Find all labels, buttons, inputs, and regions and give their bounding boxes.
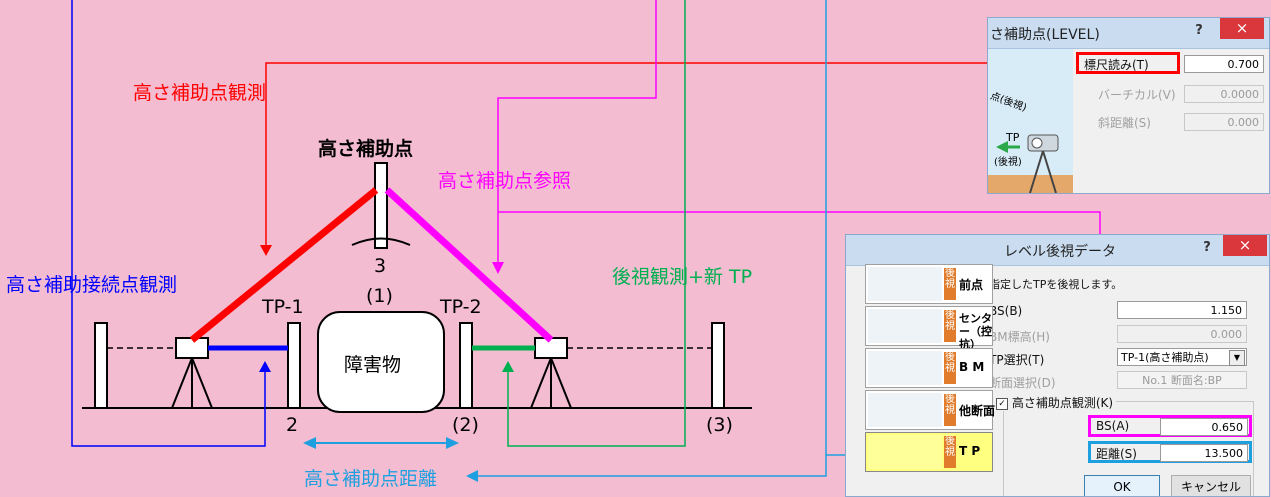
backsight-tag: 後視 <box>944 352 956 384</box>
sight-red <box>189 187 379 343</box>
label-hojo-ten: 高さ補助点 <box>318 138 414 160</box>
bm-illustration-icon <box>868 351 942 385</box>
side-button-center[interactable]: 後視 センター（控抗） <box>865 306 993 351</box>
label-koushi-shin-tp: 後視観測+新 TP <box>612 266 753 288</box>
level-instrument-icon <box>996 134 1059 193</box>
bs2-label: BS(A) <box>1096 419 1130 433</box>
bm-height-input[interactable]: 0.000 <box>1117 325 1247 343</box>
staff-hojo <box>374 162 388 249</box>
slope-distance-input[interactable]: 0.000 <box>1184 113 1264 131</box>
slope-distance-label: 斜距離(S) <box>1098 116 1151 130</box>
bs2-input[interactable]: 0.650 <box>1160 418 1248 436</box>
level-illustration: 点(後視) TP (後視) <box>988 49 1073 193</box>
sight-magenta <box>384 187 554 343</box>
section-select-label: 断面選択(D) <box>989 376 1056 390</box>
level-dialog: さ補助点(LEVEL) ? × 点(後視) TP (後視) 標尺読み(T) 0.… <box>987 17 1270 194</box>
label-tp2: TP-2 <box>440 296 482 318</box>
illus-tag-backsight: (後視) <box>994 157 1022 168</box>
tp-select[interactable]: TP-1(高さ補助点) ▼ <box>1117 348 1247 366</box>
distance-input[interactable]: 13.500 <box>1160 444 1248 462</box>
leader-green <box>502 0 686 447</box>
tp-select-value: TP-1(高さ補助点) <box>1121 351 1209 364</box>
staff-left <box>94 322 108 409</box>
distance-arrow <box>303 437 459 449</box>
level-dialog-title: さ補助点(LEVEL) <box>990 27 1100 43</box>
hojo-groupbox <box>1003 401 1254 496</box>
obstacle <box>317 311 445 413</box>
label-p1: (1) <box>366 285 393 307</box>
label-obstacle: 障害物 <box>344 354 402 376</box>
close-button[interactable]: × <box>1223 235 1267 256</box>
staff-tp2 <box>459 322 473 409</box>
staff-reading-input[interactable]: 0.700 <box>1184 55 1264 73</box>
label-tp1: TP-1 <box>262 296 304 318</box>
side-button-other-section[interactable]: 後視 他断面 <box>865 390 996 430</box>
label-p2: (2) <box>452 414 479 436</box>
staff-tp1 <box>287 322 301 409</box>
backsight-dialog-titlebar: レベル後視データ ? × <box>846 235 1269 266</box>
label-setsuzoku: 高さ補助接続点観測 <box>6 274 178 296</box>
backsight-tag: 後視 <box>944 268 956 300</box>
illus-tag-tp: TP <box>1006 131 1020 144</box>
front-point-illustration-icon <box>868 267 942 301</box>
distance-label: 距離(S) <box>1096 447 1137 461</box>
level-dialog-titlebar: さ補助点(LEVEL) ? × <box>988 18 1269 49</box>
leader-red <box>260 62 1075 256</box>
ok-button[interactable]: OK <box>1084 475 1160 496</box>
instruction-text: 指定したTPを後視します。 <box>989 278 1123 291</box>
vertical-label: バーチカル(V) <box>1098 88 1176 102</box>
checkbox-checked-icon[interactable]: ✓ <box>996 397 1008 410</box>
label-hojo-kansoku: 高さ補助点観測 <box>133 82 267 104</box>
label-p3: (3) <box>706 414 733 436</box>
level-instrument-right <box>530 337 572 409</box>
backsight-dialog-title: レベル後視データ <box>1004 244 1116 260</box>
backsight-tag: 後視 <box>944 310 956 342</box>
hojo-checkbox-row[interactable]: ✓ 高さ補助点観測(K) <box>993 394 1117 411</box>
close-button[interactable]: × <box>1220 18 1264 39</box>
backsight-tag: 後視 <box>944 394 956 426</box>
backsight-tag: 後視 <box>944 436 956 468</box>
side-button-label: B M <box>959 360 985 374</box>
help-button[interactable]: ? <box>1203 240 1211 255</box>
highlight-staff-reading <box>1076 52 1180 74</box>
hojo-checkbox-label: 高さ補助点観測(K) <box>1011 396 1114 410</box>
level-instrument-left <box>171 337 213 409</box>
label-hojo-sansho: 高さ補助点参照 <box>438 170 572 192</box>
bm-height-label: BM標高(H) <box>989 330 1050 344</box>
center-illustration-icon <box>868 309 942 343</box>
side-button-label: T P <box>959 444 981 458</box>
side-button-tp[interactable]: 後視 T P <box>865 432 993 472</box>
staff-reading-label: 標尺読み(T) <box>1084 58 1149 72</box>
tp-illustration-icon <box>868 435 942 469</box>
side-button-bm[interactable]: 後視 B M <box>865 348 993 388</box>
leader-magenta-1 <box>492 0 657 274</box>
leader-blue <box>71 0 271 447</box>
label-2: 2 <box>286 414 299 436</box>
side-button-label: 前点 <box>959 278 984 292</box>
cancel-button[interactable]: キャンセル <box>1171 475 1251 496</box>
label-3: 3 <box>374 255 387 277</box>
bs-label: BS(B) <box>989 304 1023 318</box>
vertical-input[interactable]: 0.0000 <box>1184 85 1264 103</box>
section-select-button[interactable]: No.1 断面名:BP <box>1117 371 1247 389</box>
bs-input[interactable]: 1.150 <box>1117 301 1247 319</box>
help-button[interactable]: ? <box>1195 23 1203 38</box>
side-button-front-point[interactable]: 後視 前点 <box>865 264 993 304</box>
other-section-illustration-icon <box>868 393 942 427</box>
staff-right <box>711 322 725 409</box>
chevron-down-icon[interactable]: ▼ <box>1229 350 1245 366</box>
tp-select-label: TP選択(T) <box>989 353 1045 367</box>
label-kyori: 高さ補助点距離 <box>304 468 438 490</box>
arc-top <box>351 237 411 246</box>
side-button-label: 他断面 <box>959 404 996 418</box>
side-button-label: センター（控抗） <box>959 312 992 351</box>
